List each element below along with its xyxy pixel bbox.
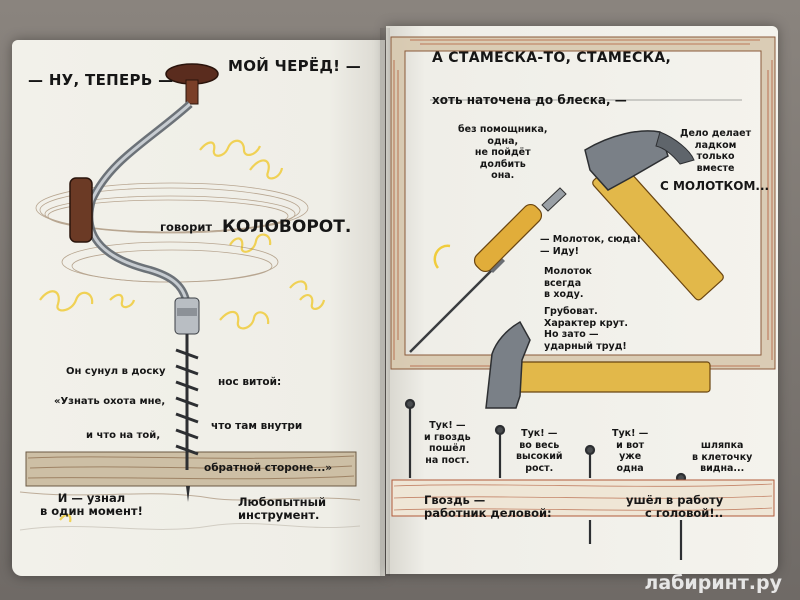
right-line1: А СТАМЕСКА-ТО, СТАМЕСКА, xyxy=(432,50,672,66)
nail4-verse: шляпка в клеточку видна... xyxy=(692,440,752,475)
hammer-char-verse: Грубоват. Характер крут. Но зато — ударн… xyxy=(544,306,628,352)
verse4-line2: в один момент! xyxy=(40,504,143,519)
chisel-verse-line1: без помощника, xyxy=(458,124,548,135)
verse1-b: нос витой: xyxy=(218,376,282,388)
verse3-a: и что на той, xyxy=(86,430,161,441)
right-line2: хоть наточена до блеска, — xyxy=(432,93,627,107)
nail3-line4: одна xyxy=(616,462,644,474)
chisel-verse-line3: не пойдёт xyxy=(474,147,531,159)
verse5-line2: инструмент. xyxy=(238,508,320,523)
hammer-desc-line3: в ходу. xyxy=(544,289,584,301)
labirint-watermark: лабиринт.ру xyxy=(644,572,782,594)
left-line1-a: — НУ, ТЕПЕРЬ — xyxy=(28,71,174,89)
bottom-a-line2: работник деловой: xyxy=(424,506,552,521)
bottom-b-line1: ушёл в работу xyxy=(626,493,724,507)
nail3-verse: Тук! — и вот уже одна xyxy=(612,428,648,474)
hammer-together-line1: Дело делает xyxy=(680,128,752,139)
nail2-line2: во весь xyxy=(519,439,560,451)
nail1-line2: и гвоздь xyxy=(424,431,471,443)
hammer-together-verse: Дело делает ладком только вместе xyxy=(680,128,751,174)
call-line2: — Иду! xyxy=(540,245,579,257)
verse2-b: что там внутри xyxy=(211,420,303,432)
call-line1: — Молоток, сюда! xyxy=(540,234,641,245)
nail2-line1: Тук! — xyxy=(521,428,558,439)
nail2-line4: рост. xyxy=(525,462,554,474)
verse2-a: «Узнать охота мне, xyxy=(54,396,166,407)
hammer-together-line4: вместе xyxy=(696,162,735,174)
nail3-line2: и вот xyxy=(616,439,645,451)
with-hammer: С МОЛОТКОМ... xyxy=(660,179,770,193)
verse5-line1: Любопытный xyxy=(238,495,327,509)
wood-shavings-illustration xyxy=(39,139,326,523)
chisel-illustration xyxy=(409,187,567,353)
hammer-desc-verse: Молоток всегда в ходу. xyxy=(544,266,592,301)
says-text: говорит xyxy=(160,220,213,234)
verse5: Любопытный инструмент. xyxy=(238,495,327,523)
nail4-line3: видна... xyxy=(700,463,745,475)
hammer-char-line2: Характер крут. xyxy=(544,317,629,329)
call-verse: — Молоток, сюда! — Иду! xyxy=(540,234,641,257)
hammer-bottom-illustration xyxy=(485,320,711,409)
hammer-together-line2: ладком xyxy=(694,139,737,151)
verse3-b: обратной стороне...» xyxy=(204,462,333,474)
bottom-a-line1: Гвоздь — xyxy=(424,493,486,507)
nail4-line1: шляпка xyxy=(700,440,744,451)
nail1-verse: Тук! — и гвоздь пошёл на пост. xyxy=(424,420,471,466)
nail3-line3: уже xyxy=(619,451,642,463)
chisel-verse-line2: одна, xyxy=(487,135,519,147)
book-gutter xyxy=(380,28,390,576)
shaving-curl-illustration xyxy=(433,244,451,269)
verse4-line1: И — узнал xyxy=(57,491,126,505)
hammer-char-line4: ударный труд! xyxy=(544,340,627,352)
brace-tool-illustration xyxy=(69,63,219,502)
hammer-desc-line2: всегда xyxy=(544,277,582,289)
nail4-line2: в клеточку xyxy=(692,451,753,463)
verse1-a: Он сунул в доску xyxy=(66,366,166,377)
brace-title: КОЛОВОРОТ. xyxy=(222,217,352,237)
right-wooden-board-illustration xyxy=(391,479,775,517)
nail1-line4: на пост. xyxy=(425,454,470,466)
hammer-char-line1: Грубоват. xyxy=(544,306,598,317)
hammer-char-line3: Но зато — xyxy=(544,329,599,341)
verse4: И — узнал в один момент! xyxy=(40,491,143,519)
chisel-verse: без помощника, одна, не пойдёт долбить о… xyxy=(458,124,547,182)
nail1-line3: пошёл xyxy=(429,443,466,455)
hammer-together-line3: только xyxy=(696,151,735,163)
bottom-verse-b: ушёл в работу с головой!.. xyxy=(626,493,724,521)
hammer-top-illustration xyxy=(584,130,724,301)
nail1-line1: Тук! — xyxy=(429,420,466,431)
nail2-verse: Тук! — во весь высокий рост. xyxy=(516,428,563,474)
hammer-desc-line1: Молоток xyxy=(544,266,592,277)
bottom-verse-a: Гвоздь — работник деловой: xyxy=(424,493,552,521)
chisel-verse-line5: она. xyxy=(491,170,515,182)
bottom-b-line2: с головой!.. xyxy=(645,506,724,521)
nail3-line1: Тук! — xyxy=(612,428,649,439)
chisel-verse-line4: долбить xyxy=(479,158,526,170)
left-line1-b: МОЙ ЧЕРЁД! — xyxy=(228,57,362,75)
nail2-line3: высокий xyxy=(516,451,563,463)
